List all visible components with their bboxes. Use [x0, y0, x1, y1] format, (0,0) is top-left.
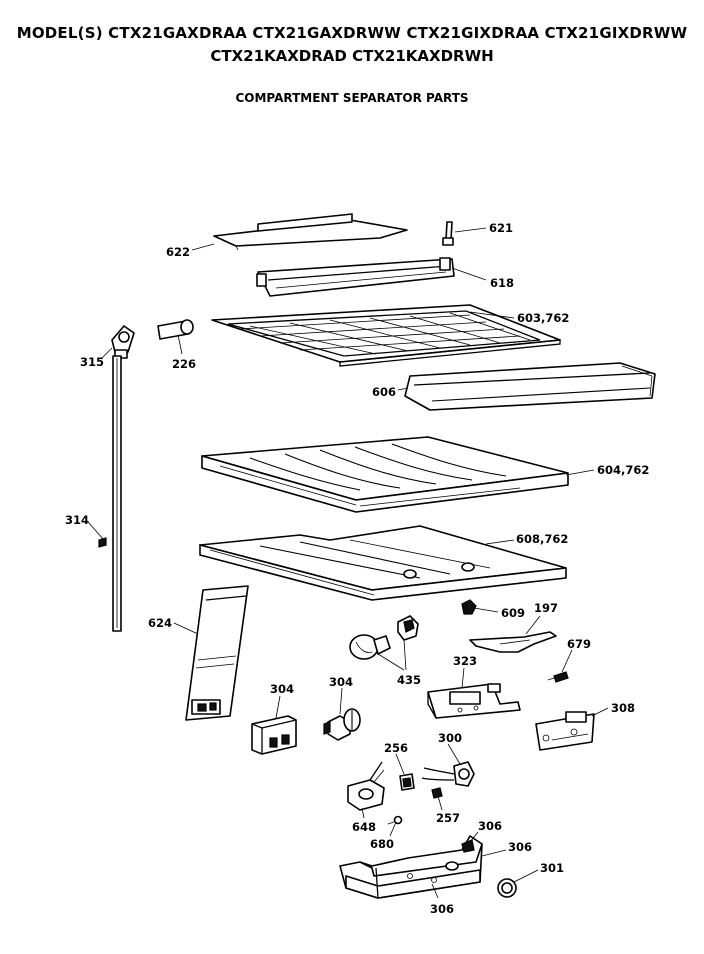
callout-622: 622 [166, 245, 190, 259]
model-list-line-2: CTX21KAXDRAD CTX21KAXDRWH [210, 47, 494, 65]
callout-624: 624 [148, 616, 172, 630]
callout-603-762: 603,762 [517, 311, 569, 325]
callout-306-top: 306 [478, 819, 502, 833]
callout-435: 435 [397, 673, 421, 687]
part-435-bulb[interactable] [349, 634, 391, 660]
part-304-knob[interactable] [323, 708, 361, 741]
callout-226: 226 [172, 357, 196, 371]
part-621[interactable] [442, 221, 454, 246]
part-315[interactable] [111, 325, 135, 359]
part-609[interactable] [461, 599, 477, 615]
part-618[interactable] [256, 257, 455, 297]
part-control-housing[interactable] [339, 835, 483, 899]
part-603-762[interactable] [211, 304, 561, 367]
callout-304-right: 304 [329, 675, 353, 689]
part-314-rod[interactable] [98, 355, 122, 632]
callout-300: 300 [438, 731, 462, 745]
part-301[interactable] [497, 878, 517, 898]
callout-608-762: 608,762 [516, 532, 568, 546]
callout-315: 315 [80, 355, 104, 369]
callout-304-left: 304 [270, 682, 294, 696]
callout-609: 609 [501, 606, 525, 620]
part-226[interactable] [157, 319, 194, 340]
part-604-762[interactable] [201, 436, 569, 513]
part-197[interactable] [469, 631, 557, 653]
callout-680: 680 [370, 837, 394, 851]
part-257[interactable] [431, 787, 443, 799]
part-308[interactable] [535, 711, 595, 751]
diagram-title: COMPARTMENT SEPARATOR PARTS [235, 91, 469, 105]
callout-618: 618 [490, 276, 514, 290]
callout-604-762: 604,762 [597, 463, 649, 477]
part-622[interactable] [213, 213, 408, 251]
callout-306-bottom: 306 [430, 902, 454, 916]
part-624[interactable] [185, 585, 249, 721]
part-256[interactable] [399, 773, 415, 791]
model-list-line-1: MODEL(S) CTX21GAXDRAA CTX21GAXDRWW CTX21… [16, 24, 688, 42]
callout-301: 301 [540, 861, 564, 875]
part-679[interactable] [547, 671, 569, 683]
part-435-socket[interactable] [397, 615, 419, 641]
callout-256: 256 [384, 741, 408, 755]
callout-257: 257 [436, 811, 460, 825]
part-608-762[interactable] [199, 525, 567, 601]
part-323[interactable] [427, 683, 521, 719]
part-648[interactable] [347, 761, 385, 811]
callout-314: 314 [65, 513, 89, 527]
callout-679: 679 [567, 637, 591, 651]
callout-621: 621 [489, 221, 513, 235]
callout-606: 606 [372, 385, 396, 399]
callout-306-right: 306 [508, 840, 532, 854]
callout-648: 648 [352, 820, 376, 834]
part-300[interactable] [421, 761, 475, 787]
leader-lines [87, 227, 609, 899]
part-680[interactable] [387, 815, 403, 825]
part-606[interactable] [404, 362, 656, 411]
callout-308: 308 [611, 701, 635, 715]
callout-197: 197 [534, 601, 558, 615]
callout-323: 323 [453, 654, 477, 668]
part-304-switch-block[interactable] [251, 715, 297, 755]
